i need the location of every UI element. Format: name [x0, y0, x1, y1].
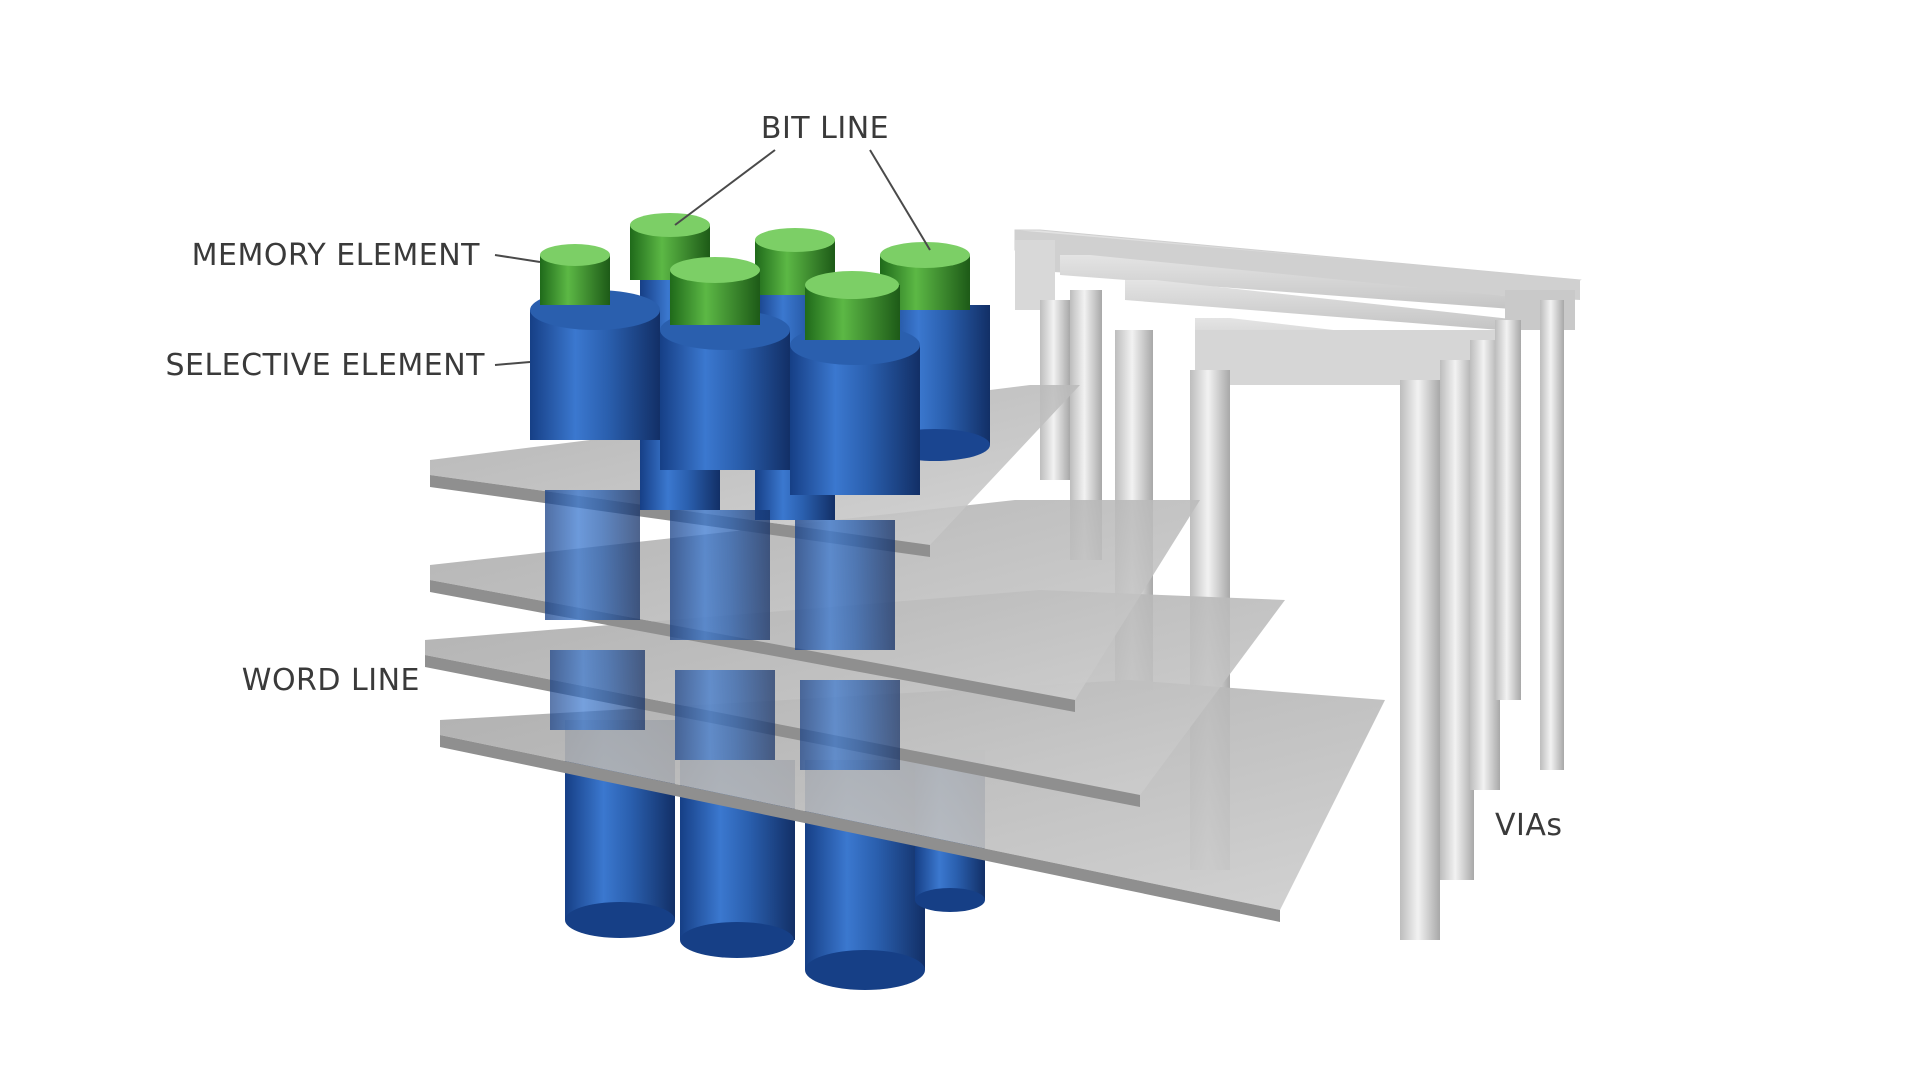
selective-element-pillar	[915, 888, 985, 912]
memory-element-cap	[755, 228, 835, 252]
labels: BIT LINE MEMORY ELEMENT SELECTIVE ELEMEN…	[165, 111, 1562, 843]
selective-element-pillar	[805, 950, 925, 990]
via	[1540, 300, 1564, 770]
selective-element-pillar	[675, 670, 775, 760]
word-line-plate	[440, 735, 1280, 922]
leader-selective-element	[494, 361, 531, 366]
memory-element-cap	[880, 242, 970, 268]
selective-element-pillar	[550, 650, 645, 730]
leader-bit-line-left	[674, 149, 776, 226]
memory-element-cap	[805, 271, 899, 299]
memory-element-label: MEMORY ELEMENT	[192, 238, 481, 273]
bit-line-bar	[1060, 255, 1545, 310]
memory-element-group	[540, 213, 970, 340]
leader-bit-line-right	[869, 149, 931, 251]
bit-line-bar	[1015, 230, 1580, 300]
bit-line-bar	[1015, 240, 1055, 310]
bit-line-label: BIT LINE	[761, 111, 889, 146]
via	[1440, 360, 1474, 880]
selective-element-pillar	[795, 520, 895, 650]
word-line-label: WORD LINE	[242, 663, 420, 698]
selective-element-pillar	[660, 330, 790, 470]
via	[1400, 380, 1440, 940]
selective-element-label: SELECTIVE ELEMENT	[165, 348, 485, 383]
memory-element-cap	[670, 257, 760, 283]
memory-element-cap	[540, 244, 610, 266]
selective-element-pillar	[800, 680, 900, 770]
selective-element-upper	[530, 280, 990, 770]
selective-element-pillar	[530, 310, 660, 440]
selective-element-pillar	[670, 510, 770, 640]
selective-element-pillar	[680, 922, 794, 958]
selective-element-pillar	[545, 490, 640, 620]
selective-element-pillar	[565, 902, 675, 938]
selective-element-pillar	[790, 345, 920, 495]
vias-label: VIAs	[1495, 808, 1563, 843]
leader-lines	[494, 149, 931, 366]
leader-memory-element	[494, 254, 541, 263]
memory-element-cap	[630, 213, 710, 237]
bit-line-bar	[1125, 280, 1520, 330]
via	[1495, 320, 1521, 700]
